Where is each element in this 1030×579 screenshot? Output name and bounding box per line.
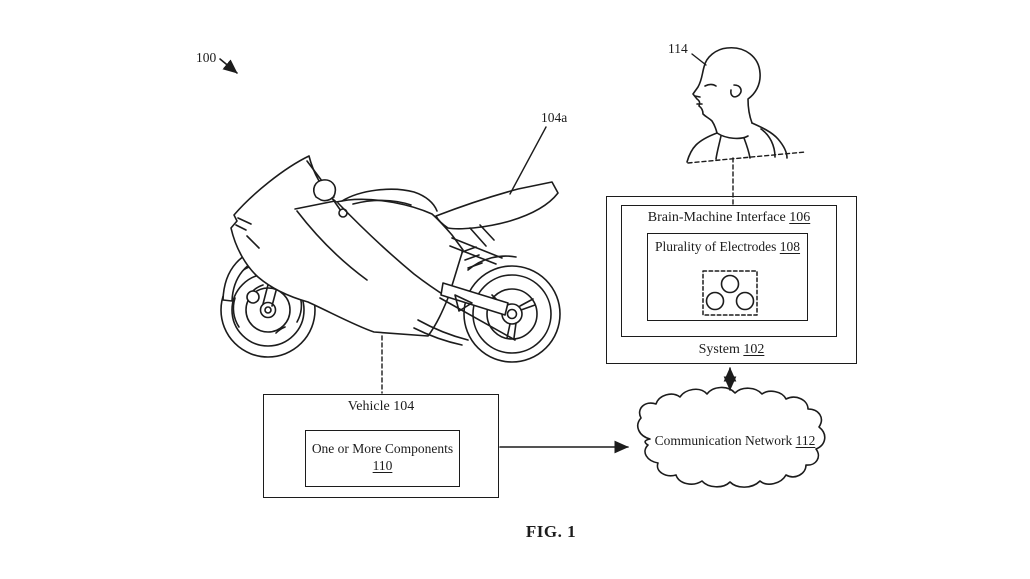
system-box bbox=[606, 196, 857, 364]
system-box-label: System 102 bbox=[698, 342, 765, 357]
callout-104a: 104a bbox=[541, 110, 568, 125]
fuel-tank bbox=[341, 188, 438, 212]
motorcycle-illustration bbox=[220, 155, 561, 363]
ear bbox=[730, 84, 742, 98]
callout-114: 114 bbox=[668, 41, 688, 56]
rider-head-illustration bbox=[686, 47, 806, 168]
callout-100: 100 bbox=[196, 50, 217, 65]
subframe bbox=[449, 237, 503, 265]
rear-wheel-icon bbox=[463, 265, 561, 363]
mirror bbox=[313, 179, 337, 202]
brow bbox=[704, 83, 717, 87]
exhaust bbox=[413, 319, 469, 346]
electrodes-box bbox=[647, 233, 808, 321]
bust-truncation-line bbox=[687, 151, 806, 164]
vehicle-box bbox=[263, 394, 499, 498]
headlight-slit bbox=[235, 217, 252, 231]
network-cloud-shape bbox=[637, 386, 826, 488]
bmi-box bbox=[621, 205, 837, 337]
front-shoulder bbox=[686, 132, 718, 163]
collar bbox=[716, 132, 749, 140]
swingarm bbox=[440, 282, 509, 316]
leader-line-104a bbox=[509, 126, 547, 195]
arrow-overview-callout bbox=[219, 58, 238, 74]
components-box bbox=[305, 430, 460, 487]
vehicle-box-label: Vehicle 104 bbox=[347, 399, 415, 414]
head-profile bbox=[692, 47, 761, 134]
brake-caliper bbox=[246, 290, 260, 304]
tail-section bbox=[435, 181, 559, 230]
electrode-array-symbol bbox=[702, 270, 758, 316]
chain-line bbox=[439, 297, 516, 341]
fairing-body bbox=[230, 155, 464, 337]
electrodes-box-label: Plurality of Electrodes 108 bbox=[654, 239, 801, 254]
bmi-box-label: Brain-Machine Interface 106 bbox=[647, 210, 811, 225]
leader-line-114 bbox=[691, 53, 707, 66]
network-cloud-label: Communication Network 112 bbox=[654, 433, 816, 448]
figure-caption: FIG. 1 bbox=[525, 522, 577, 541]
